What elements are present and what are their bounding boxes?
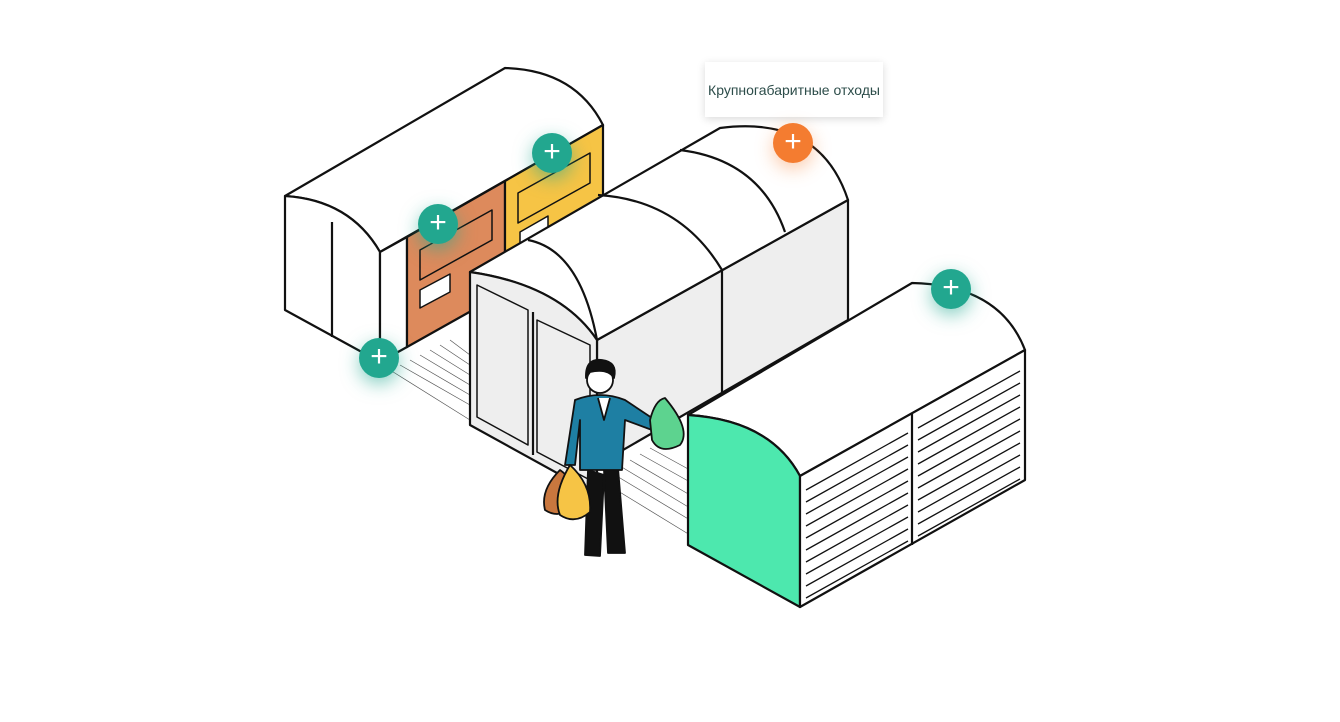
right-container bbox=[686, 281, 1027, 609]
hotspot-tooltip: Крупногабаритные отходы bbox=[705, 62, 883, 117]
hotspot-orange-container[interactable]: + bbox=[418, 204, 458, 244]
plus-icon: + bbox=[942, 271, 960, 304]
plus-icon: + bbox=[370, 340, 388, 373]
louvers bbox=[805, 370, 1021, 599]
plus-icon: + bbox=[543, 135, 561, 168]
hotspot-yellow-container[interactable]: + bbox=[532, 133, 572, 173]
plus-icon: + bbox=[429, 206, 447, 239]
hotspot-green-shed[interactable]: + bbox=[931, 269, 971, 309]
ground-hatch bbox=[389, 339, 691, 536]
person-with-bags bbox=[543, 358, 685, 557]
hotspot-bulky-waste[interactable]: + bbox=[773, 123, 813, 163]
hotspot-left-shed[interactable]: + bbox=[359, 338, 399, 378]
plus-icon: + bbox=[784, 125, 802, 158]
tooltip-text: Крупногабаритные отходы bbox=[708, 81, 880, 98]
